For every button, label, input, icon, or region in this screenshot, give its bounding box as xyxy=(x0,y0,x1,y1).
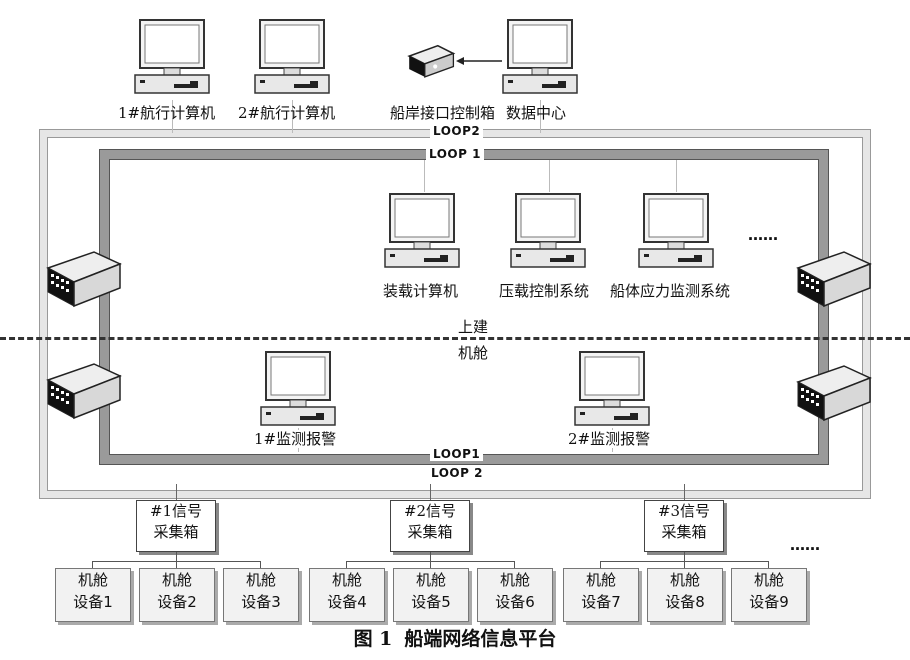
tree1-drop2 xyxy=(176,561,177,570)
data-center-computer-icon xyxy=(500,18,580,98)
loading-computer-label: 装载计算机 xyxy=(383,282,459,300)
figure-title: 船端网络信息平台 xyxy=(404,628,557,650)
device-2-line1: 机舱 xyxy=(161,571,192,589)
tree2-drop1 xyxy=(346,561,347,570)
ballast-system-label: 压载控制系统 xyxy=(499,282,590,300)
tree1-drop1 xyxy=(92,561,93,570)
device-7: 机舱 设备7 xyxy=(563,568,639,622)
device-2-line2: 设备2 xyxy=(157,593,197,611)
signal-box-3: #3信号 采集箱 xyxy=(644,500,724,552)
loop1-ring xyxy=(100,150,828,464)
signal-ellipsis: …… xyxy=(790,536,820,554)
figure-caption: 图 1 船端网络信息平台 xyxy=(0,624,910,651)
device-7-line2: 设备7 xyxy=(581,593,621,611)
loop1-top-label: LOOP 1 xyxy=(426,147,484,161)
deck-divider-line xyxy=(0,337,910,340)
device-8: 机舱 设备8 xyxy=(647,568,723,622)
nav-computer-2-label: 2#航行计算机 xyxy=(238,104,336,122)
device-3-line1: 机舱 xyxy=(245,571,276,589)
signal-box-1: #1信号 采集箱 xyxy=(136,500,216,552)
loop1-bottom-label: LOOP1 xyxy=(430,447,484,461)
device-8-line2: 设备8 xyxy=(665,593,705,611)
datacenter-link xyxy=(540,100,541,133)
device-1: 机舱 设备1 xyxy=(55,568,131,622)
device-1-line2: 设备1 xyxy=(73,593,113,611)
nav2-link xyxy=(292,100,293,133)
loop2-bottom-label: LOOP 2 xyxy=(428,466,486,480)
loading-computer-icon xyxy=(382,192,462,272)
engine-room-label: 机舱 xyxy=(458,344,489,362)
device-6-line2: 设备6 xyxy=(495,593,535,611)
device-2: 机舱 设备2 xyxy=(139,568,215,622)
nav-computer-2-icon xyxy=(252,18,332,98)
nav-computer-1-icon xyxy=(132,18,212,98)
tree3-stem xyxy=(684,552,685,561)
upper-ellipsis: …… xyxy=(748,226,778,244)
switch-lower-left-icon xyxy=(42,360,122,420)
tree2-drop3 xyxy=(514,561,515,570)
device-4: 机舱 设备4 xyxy=(309,568,385,622)
signal-box-3-line2: 采集箱 xyxy=(661,523,707,541)
device-9-line1: 机舱 xyxy=(753,571,784,589)
device-6-line1: 机舱 xyxy=(499,571,530,589)
alarm-computer-1-icon xyxy=(258,350,338,430)
device-9: 机舱 设备9 xyxy=(731,568,807,622)
device-7-line1: 机舱 xyxy=(585,571,616,589)
arrow-icon xyxy=(456,57,502,65)
tree2-drop2 xyxy=(430,561,431,570)
device-5: 机舱 设备5 xyxy=(393,568,469,622)
switch-upper-right-icon xyxy=(792,248,872,308)
signal3-link xyxy=(684,484,685,500)
alarm-1-label: 1#监测报警 xyxy=(254,430,337,448)
figure-number: 图 1 xyxy=(353,628,393,650)
alarm-2-label: 2#监测报警 xyxy=(568,430,651,448)
signal-box-2-line1: #2信号 xyxy=(403,502,457,520)
tree2-stem xyxy=(430,552,431,561)
hull-stress-link xyxy=(676,160,677,192)
device-4-line2: 设备4 xyxy=(327,593,367,611)
tree3-drop3 xyxy=(768,561,769,570)
interface-box-label: 船岸接口控制箱 xyxy=(390,104,496,122)
ballast-link xyxy=(549,160,550,192)
loop2-top-label: LOOP2 xyxy=(430,124,484,138)
signal2-link xyxy=(430,484,431,500)
tree3-drop1 xyxy=(600,561,601,570)
signal-box-2-line2: 采集箱 xyxy=(407,523,453,541)
alarm-computer-2-icon xyxy=(572,350,652,430)
data-center-label: 数据中心 xyxy=(506,104,567,122)
loading-link xyxy=(424,160,425,192)
tree1-drop3 xyxy=(260,561,261,570)
device-3: 机舱 设备3 xyxy=(223,568,299,622)
hull-stress-computer-icon xyxy=(636,192,716,272)
signal-box-3-line1: #3信号 xyxy=(657,502,711,520)
signal-box-1-line1: #1信号 xyxy=(149,502,203,520)
device-4-line1: 机舱 xyxy=(331,571,362,589)
device-6: 机舱 设备6 xyxy=(477,568,553,622)
tree1-stem xyxy=(176,552,177,561)
device-3-line2: 设备3 xyxy=(241,593,281,611)
nav1-link xyxy=(172,100,173,133)
device-1-line1: 机舱 xyxy=(77,571,108,589)
device-9-line2: 设备9 xyxy=(749,593,789,611)
upper-zone-label: 上建 xyxy=(458,318,489,336)
signal1-link xyxy=(176,484,177,500)
switch-upper-left-icon xyxy=(42,248,122,308)
nav-computer-1-label: 1#航行计算机 xyxy=(118,104,216,122)
device-5-line1: 机舱 xyxy=(415,571,446,589)
tree3-drop2 xyxy=(684,561,685,570)
device-5-line2: 设备5 xyxy=(411,593,451,611)
device-8-line1: 机舱 xyxy=(669,571,700,589)
ballast-computer-icon xyxy=(508,192,588,272)
signal-box-1-line2: 采集箱 xyxy=(153,523,199,541)
interface-router-icon xyxy=(404,40,456,80)
signal-box-2: #2信号 采集箱 xyxy=(390,500,470,552)
hull-stress-label: 船体应力监测系统 xyxy=(610,282,731,300)
switch-lower-right-icon xyxy=(792,362,872,422)
